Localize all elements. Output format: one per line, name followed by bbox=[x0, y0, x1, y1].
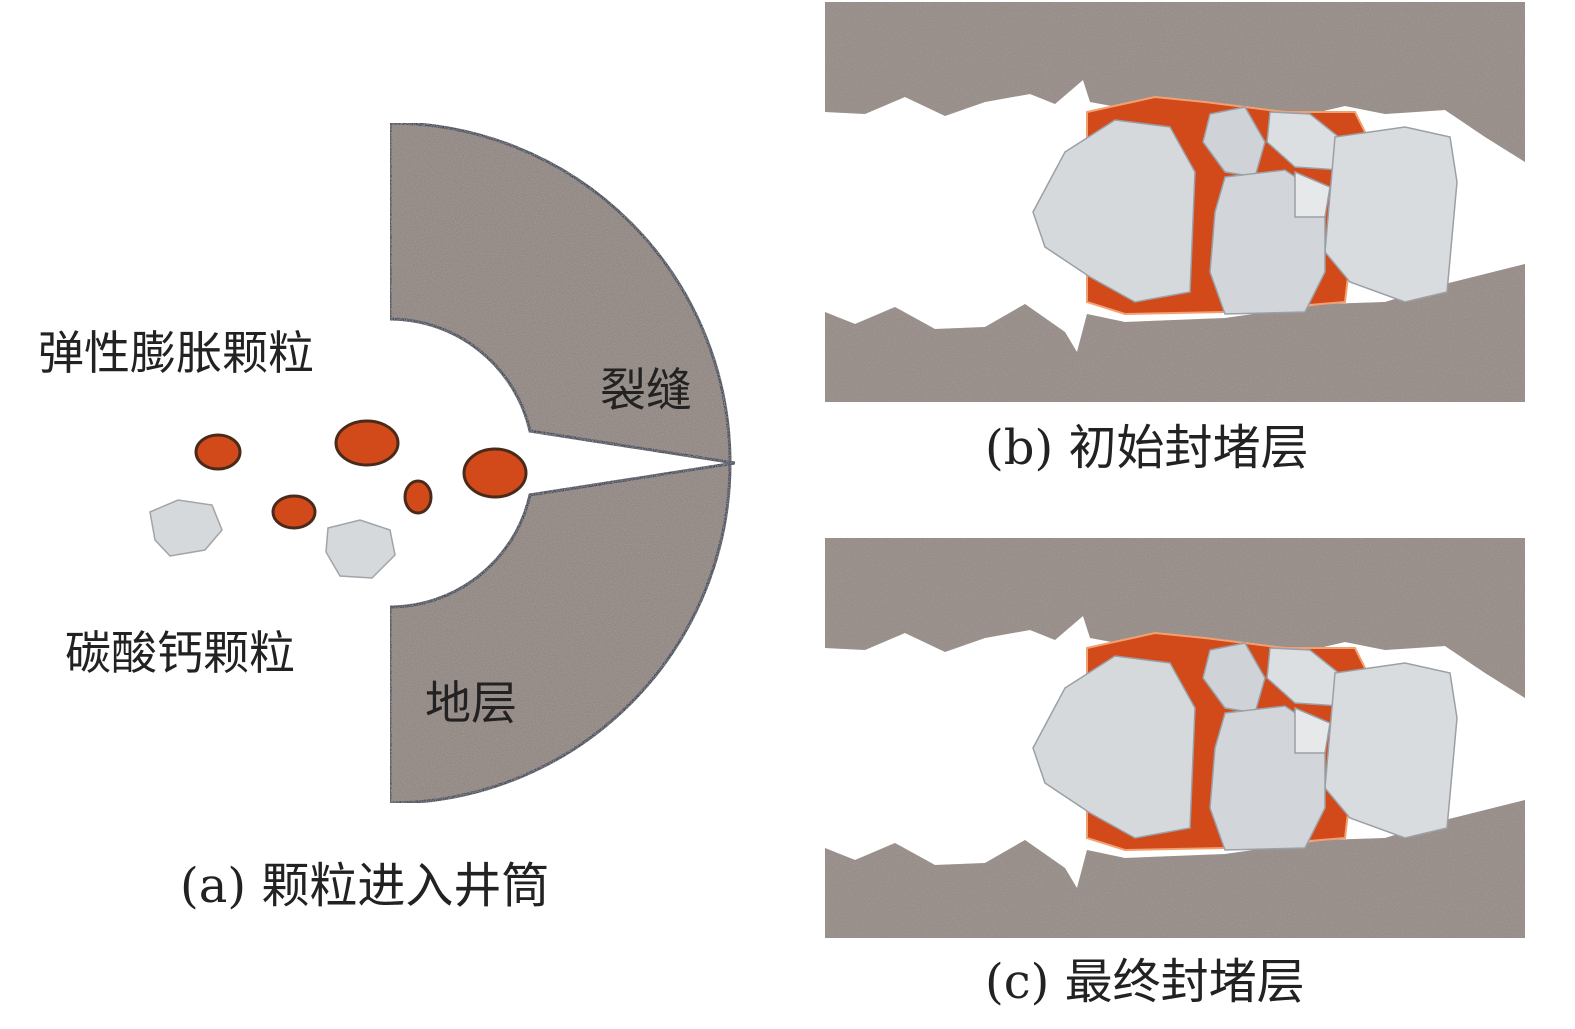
formation-half-annulus bbox=[388, 121, 736, 805]
label-formation: 地层 bbox=[425, 676, 517, 730]
caption-b: (b) 初始封堵层 bbox=[985, 420, 1309, 476]
label-fracture: 裂缝 bbox=[600, 363, 692, 417]
panel-c-final-seal bbox=[825, 538, 1525, 938]
label-caco3-particles: 碳酸钙颗粒 bbox=[65, 626, 295, 680]
elastic-particle bbox=[194, 433, 242, 471]
label-elastic-particles: 弹性膨胀颗粒 bbox=[38, 326, 314, 380]
caco3-particle bbox=[325, 519, 396, 579]
elastic-particle bbox=[462, 447, 528, 499]
elastic-particle bbox=[271, 494, 317, 530]
caption-c: (c) 最终封堵层 bbox=[985, 954, 1305, 1010]
elastic-particle bbox=[334, 419, 400, 467]
panel-b-initial-seal bbox=[825, 2, 1525, 402]
elastic-particles bbox=[194, 419, 528, 530]
caption-a: (a) 颗粒进入井筒 bbox=[180, 858, 550, 914]
elastic-particle bbox=[403, 479, 433, 515]
caco3-particle bbox=[149, 499, 223, 557]
